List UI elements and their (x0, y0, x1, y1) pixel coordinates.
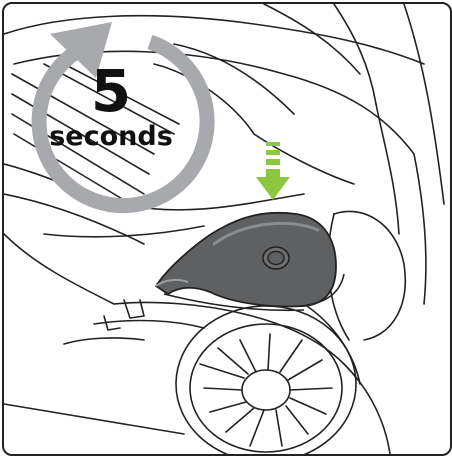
press-button-icon (263, 247, 289, 269)
timer-unit: seconds (26, 122, 196, 152)
release-lever (156, 213, 344, 311)
down-arrow-icon (256, 142, 290, 200)
timer-value: 5 (56, 62, 166, 120)
